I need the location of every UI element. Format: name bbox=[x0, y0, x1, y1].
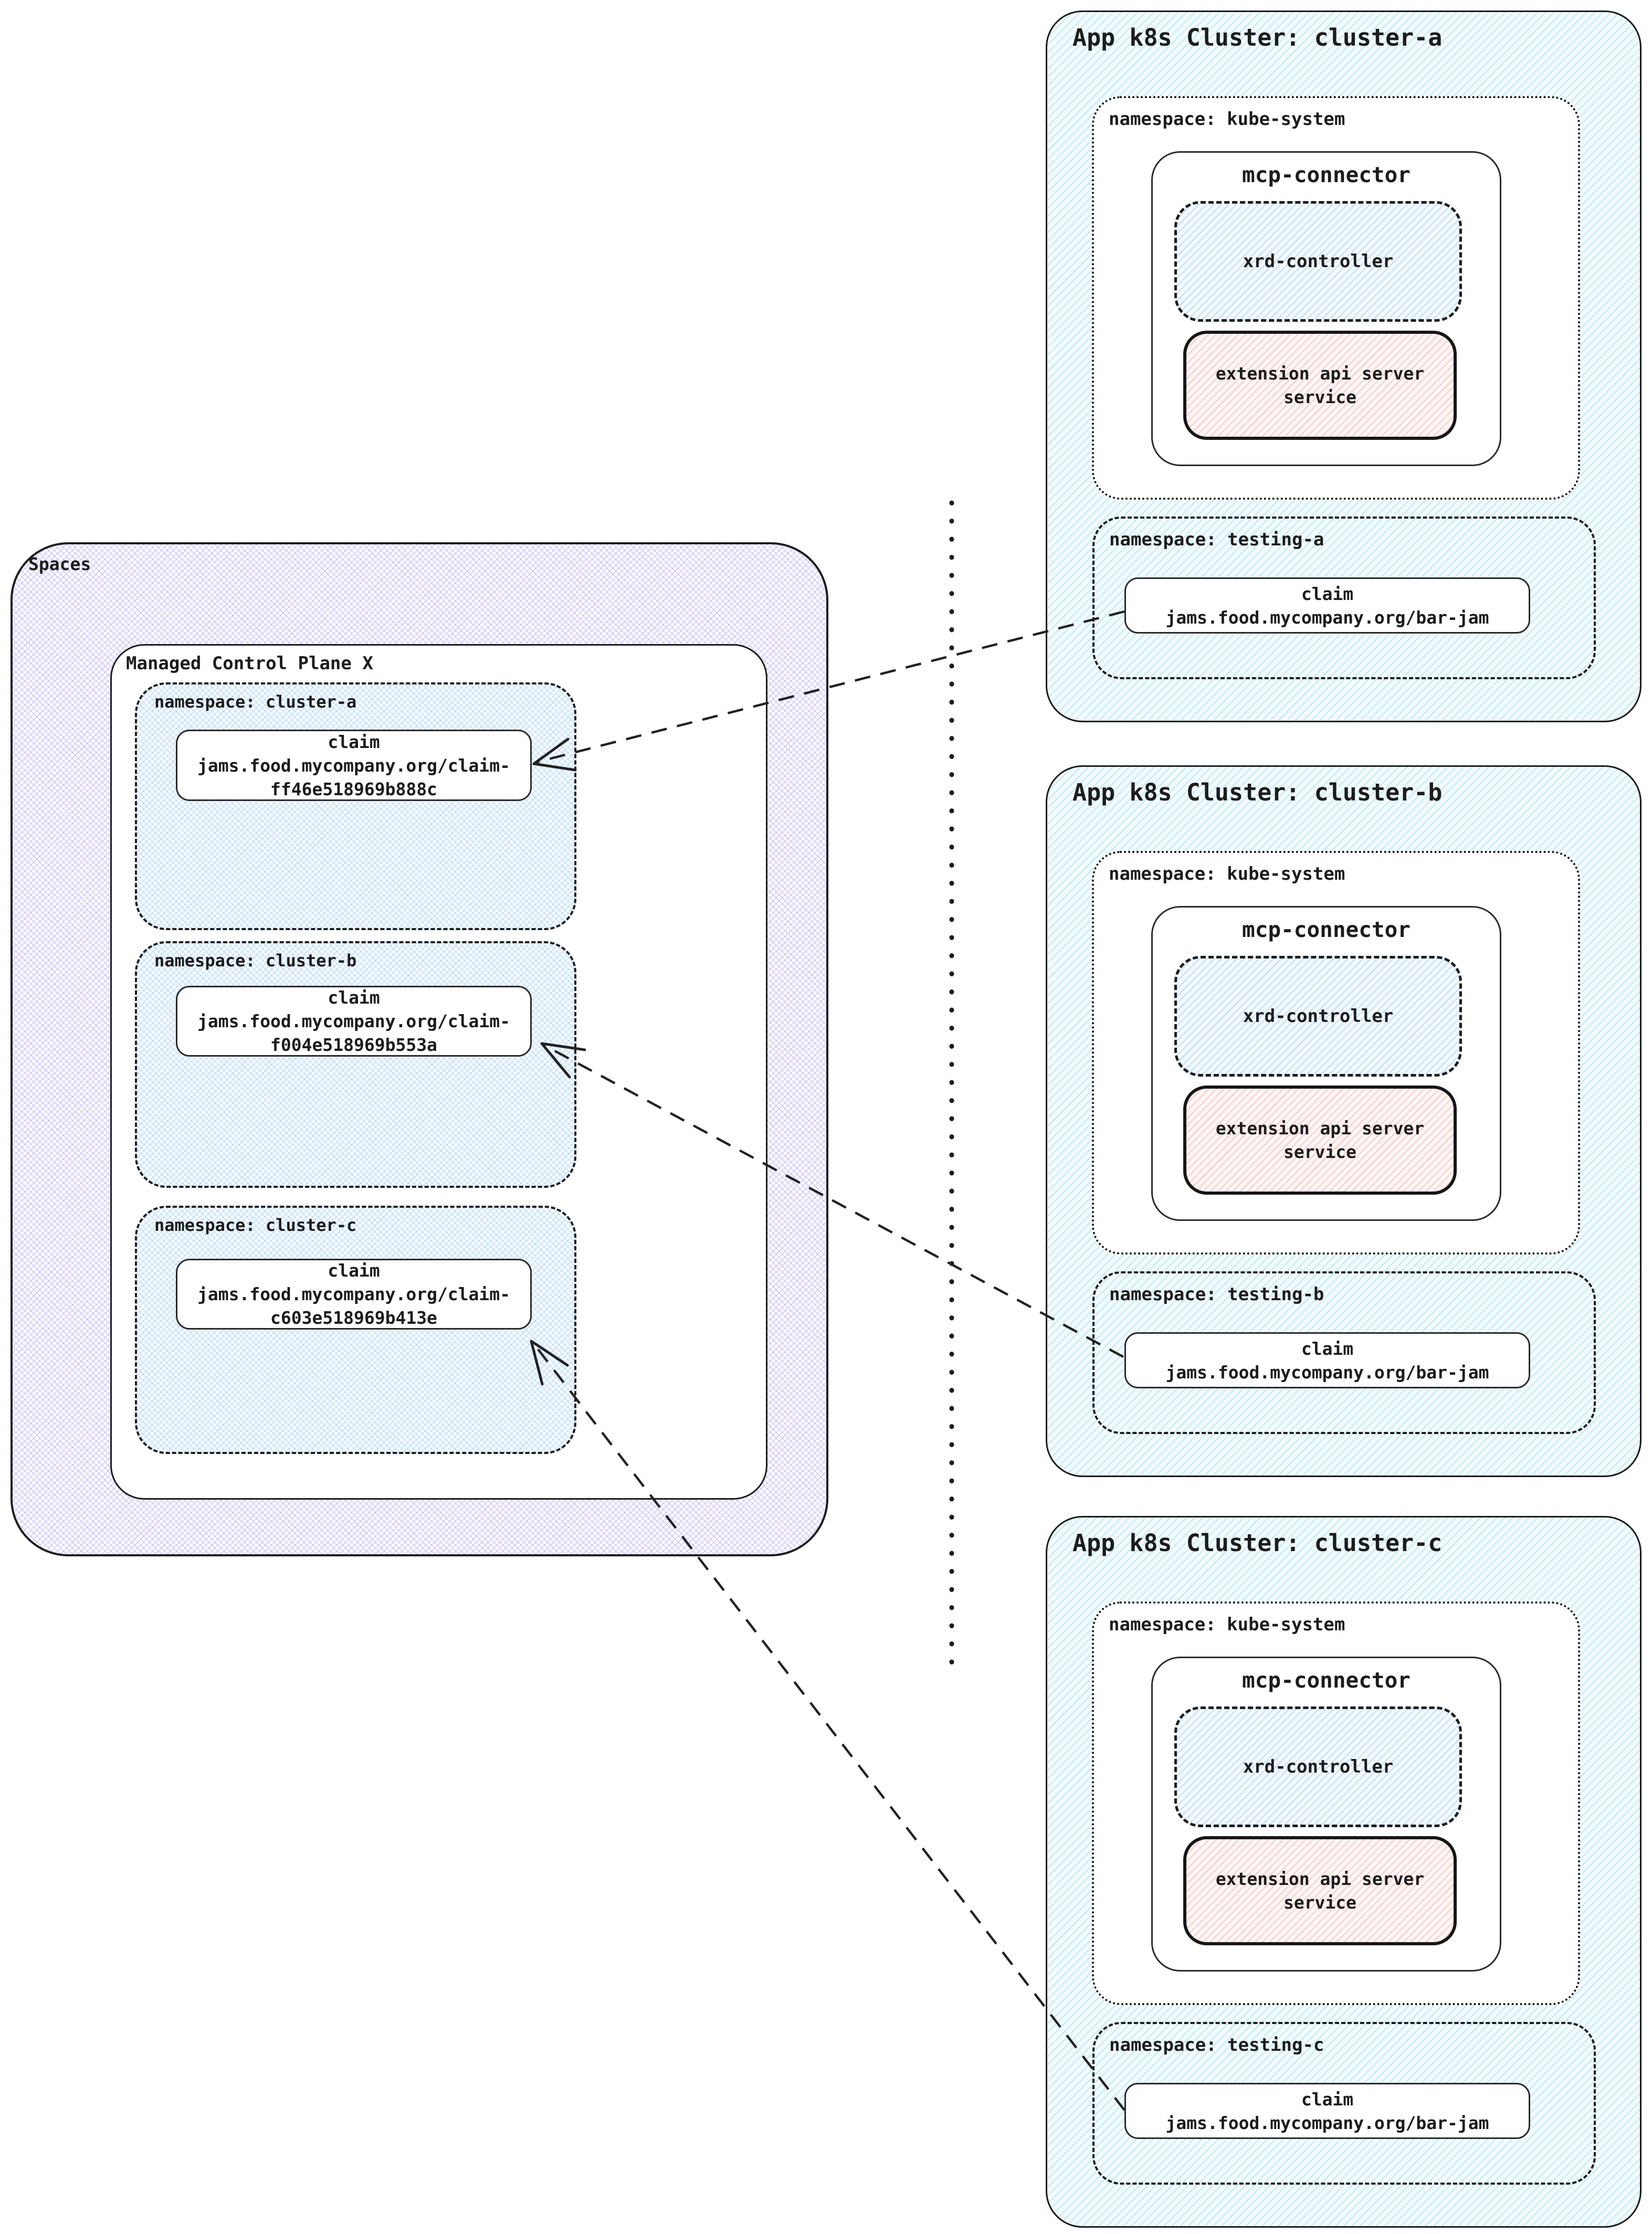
mcp-connector-title: mcp-connector bbox=[1242, 917, 1411, 942]
namespace-cluster-b-box: namespace: cluster-b bbox=[135, 941, 576, 1188]
cluster-b-extension-api-box: extension api server service bbox=[1183, 1086, 1457, 1195]
testing-c-label: namespace: testing-c bbox=[1109, 2035, 1324, 2056]
kube-system-label: namespace: kube-system bbox=[1109, 1614, 1345, 1635]
namespace-cluster-c-label: namespace: cluster-c bbox=[154, 1215, 357, 1235]
namespace-cluster-b-label: namespace: cluster-b bbox=[154, 951, 357, 971]
app-cluster-c-title: App k8s Cluster: cluster-c bbox=[1072, 1529, 1443, 1557]
claim-path: jams.food.mycompany.org/bar-jam bbox=[1165, 607, 1489, 628]
claim-title: claim bbox=[328, 1260, 380, 1281]
claim-title: claim bbox=[1301, 583, 1354, 604]
claim-title: claim bbox=[328, 987, 380, 1008]
claim-path: jams.food.mycompany.org/claim- bbox=[197, 755, 511, 776]
claim-id: ff46e518969b888c bbox=[270, 778, 437, 799]
extension-api-line2: service bbox=[1283, 1142, 1357, 1162]
extension-api-line2: service bbox=[1283, 387, 1357, 407]
cluster-a-xrd-controller-box: xrd-controller bbox=[1174, 201, 1462, 322]
kube-system-label: namespace: kube-system bbox=[1109, 863, 1345, 884]
claim-title: claim bbox=[1301, 2089, 1354, 2110]
claim-title: claim bbox=[328, 731, 380, 752]
extension-api-line1: extension api server bbox=[1215, 1869, 1425, 1889]
mcp-connector-title: mcp-connector bbox=[1242, 1668, 1411, 1693]
xrd-controller-label: xrd-controller bbox=[1243, 1006, 1394, 1027]
cluster-c-xrd-controller-box: xrd-controller bbox=[1174, 1706, 1462, 1827]
namespace-cluster-c-box: namespace: cluster-c bbox=[135, 1206, 576, 1454]
managed-control-plane-title: Managed Control Plane X bbox=[126, 653, 373, 674]
testing-a-label: namespace: testing-a bbox=[1109, 529, 1324, 550]
claim-box-cluster-b: claim jams.food.mycompany.org/claim- f00… bbox=[176, 986, 532, 1057]
claim-path: jams.food.mycompany.org/bar-jam bbox=[1165, 2112, 1489, 2133]
claim-title: claim bbox=[1301, 1338, 1354, 1359]
cluster-b-xrd-controller-box: xrd-controller bbox=[1174, 956, 1462, 1077]
extension-api-line1: extension api server bbox=[1215, 1118, 1425, 1139]
mcp-connector-title: mcp-connector bbox=[1242, 162, 1411, 187]
cluster-b-claim-bar-jam-box: claim jams.food.mycompany.org/bar-jam bbox=[1124, 1332, 1530, 1388]
extension-api-line2: service bbox=[1283, 1892, 1357, 1913]
claim-path: jams.food.mycompany.org/claim- bbox=[197, 1011, 511, 1031]
app-cluster-b-title: App k8s Cluster: cluster-b bbox=[1072, 778, 1443, 806]
claim-path: jams.food.mycompany.org/claim- bbox=[197, 1284, 511, 1304]
namespace-cluster-a-box: namespace: cluster-a bbox=[135, 682, 576, 930]
cluster-c-claim-bar-jam-box: claim jams.food.mycompany.org/bar-jam bbox=[1124, 2083, 1530, 2139]
claim-path: jams.food.mycompany.org/bar-jam bbox=[1165, 1362, 1489, 1383]
claim-box-cluster-c: claim jams.food.mycompany.org/claim- c60… bbox=[176, 1259, 532, 1330]
claim-id: c603e518969b413e bbox=[270, 1308, 437, 1328]
cluster-a-testing-namespace-box: namespace: testing-a bbox=[1092, 517, 1596, 679]
testing-b-label: namespace: testing-b bbox=[1109, 1284, 1324, 1305]
claim-id: f004e518969b553a bbox=[270, 1035, 437, 1055]
cluster-a-extension-api-box: extension api server service bbox=[1183, 331, 1457, 440]
extension-api-line1: extension api server bbox=[1215, 363, 1425, 384]
cluster-c-extension-api-box: extension api server service bbox=[1183, 1836, 1457, 1945]
xrd-controller-label: xrd-controller bbox=[1243, 251, 1394, 272]
kube-system-label: namespace: kube-system bbox=[1109, 109, 1345, 130]
cluster-a-claim-bar-jam-box: claim jams.food.mycompany.org/bar-jam bbox=[1124, 577, 1530, 634]
app-cluster-a-title: App k8s Cluster: cluster-a bbox=[1072, 24, 1443, 51]
namespace-cluster-a-label: namespace: cluster-a bbox=[154, 692, 357, 712]
xrd-controller-label: xrd-controller bbox=[1243, 1756, 1394, 1777]
claim-box-cluster-a: claim jams.food.mycompany.org/claim- ff4… bbox=[176, 730, 532, 801]
cluster-c-testing-namespace-box: namespace: testing-c bbox=[1092, 2022, 1596, 2185]
spaces-title: Spaces bbox=[28, 554, 91, 574]
